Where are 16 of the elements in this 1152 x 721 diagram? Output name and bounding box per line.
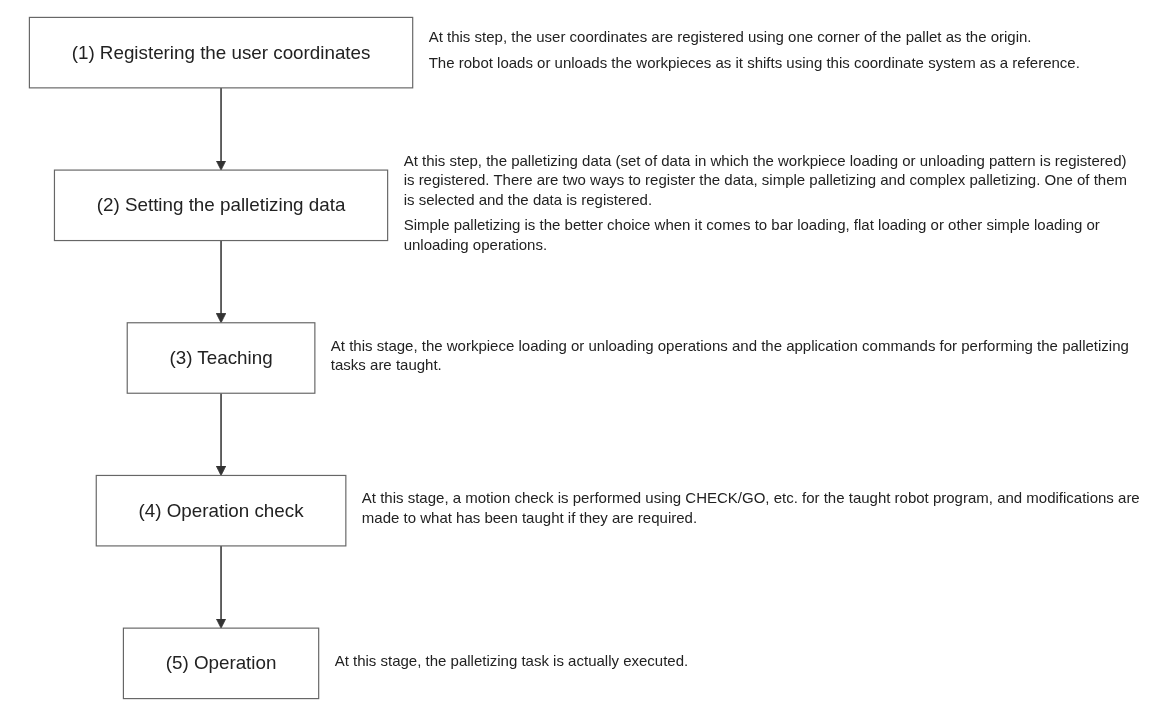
node-box: (5) Operation [122,627,320,700]
node-box: (4) Operation check [95,474,347,547]
step-description: At this step, the user coordinates are registered using one corner of the pallet as the origin. [428,27,1033,47]
arrow [215,239,227,324]
step-description: At this stage, the workpiece loading or unloading operations and the application commands for performing the palletizing tasks are taught. [330,335,1130,375]
step-description: At this stage, a motion check is performed using CHECK/GO, etc. for the taught robot program, and modifications are made to what has been taught if they are required. [361,488,1140,528]
step-description: At this step, the palletizing data (set of data in which the workpiece loading or unloading pattern is registered) is registered. There are two ways to register the data, simple palletizing and complex palletizing. One of them is selected and the data is registered. [403,150,1129,210]
arrow [215,392,227,476]
step-description: At this stage, the palletizing task is actually executed. [334,650,690,671]
arrow [215,87,227,171]
step-description: Simple palletizing is the better choice when it comes to bar loading, flat loading or other simple loading or unloading operations. [403,215,1101,255]
node-box: (3) Teaching [126,322,316,394]
arrow [215,545,227,629]
node-box: (1) Registering the user coordinates [28,16,414,89]
node-box: (2) Setting the palletizing data [53,169,389,242]
step-description: The robot loads or unloads the workpieces as it shifts using this coordinate system as a reference. [428,52,1081,73]
